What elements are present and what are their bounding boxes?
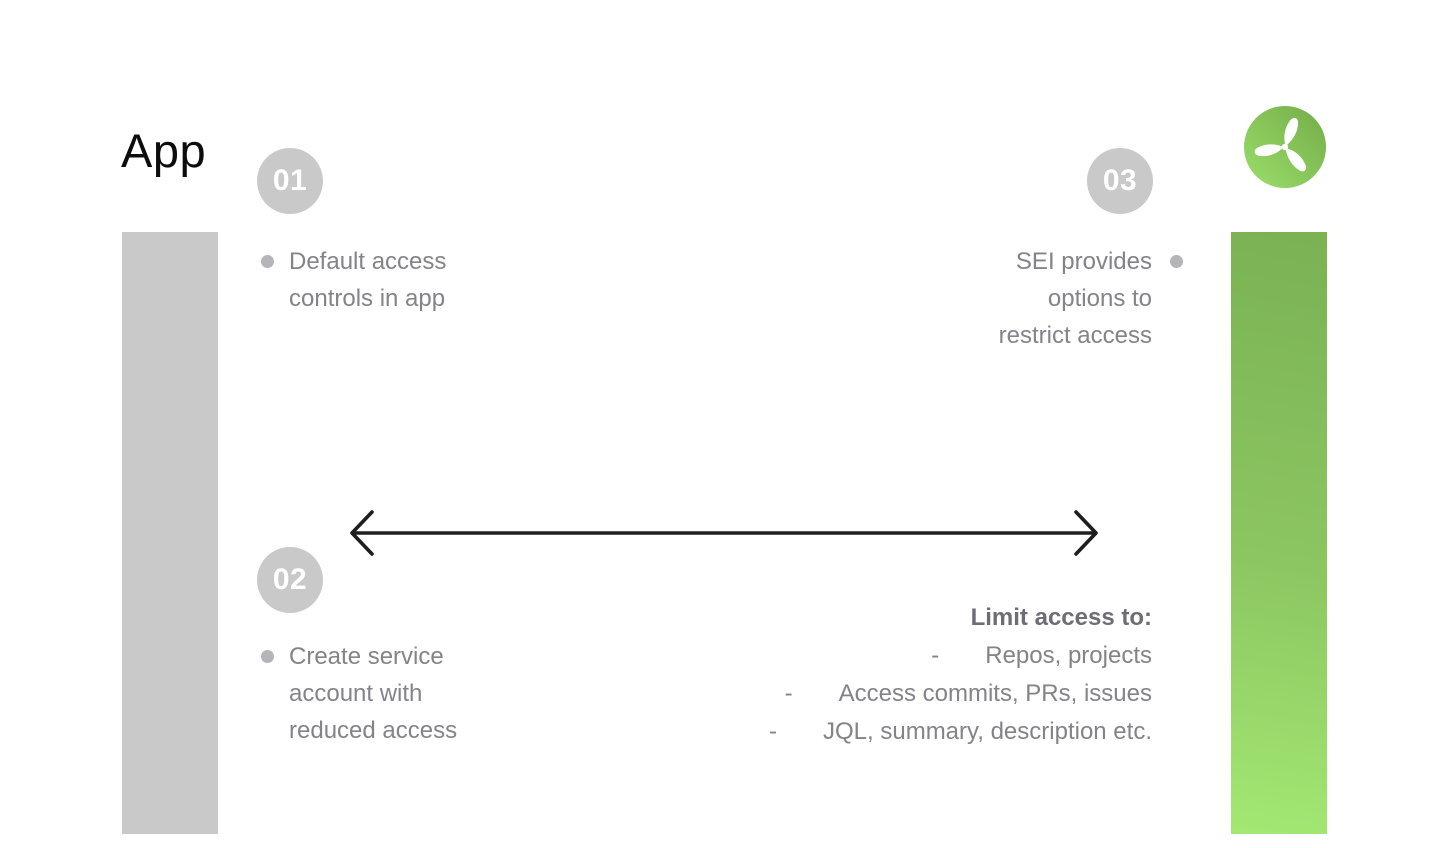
step3-line: options to bbox=[1047, 285, 1152, 312]
step3-description: SEI provides options to restrict access bbox=[999, 243, 1152, 354]
dash-marker: - bbox=[784, 680, 793, 707]
step2-line: Create service bbox=[289, 643, 444, 670]
propeller-logo-icon bbox=[1244, 106, 1326, 188]
limit-access-item: - JQL, summary, description etc. bbox=[769, 713, 1152, 751]
right-green-bar bbox=[1231, 232, 1327, 834]
step3-line: SEI provides bbox=[1015, 248, 1152, 275]
step2-line: account with bbox=[289, 680, 423, 707]
left-gray-bar bbox=[122, 232, 218, 834]
step3-line: restrict access bbox=[998, 322, 1152, 349]
double-headed-arrow bbox=[350, 510, 1098, 556]
step1-description: Default access controls in app bbox=[289, 243, 446, 317]
step-number: 01 bbox=[272, 164, 308, 197]
limit-item-text: Repos, projects bbox=[985, 642, 1152, 669]
step-badge-01: 01 bbox=[257, 148, 323, 214]
step1-line: controls in app bbox=[289, 285, 446, 312]
step2-description: Create service account with reduced acce… bbox=[289, 638, 457, 749]
bullet-dot bbox=[261, 650, 274, 663]
step-number: 02 bbox=[272, 563, 308, 596]
step-badge-02: 02 bbox=[257, 547, 323, 613]
limit-item-text: Access commits, PRs, issues bbox=[838, 680, 1152, 707]
step1-line: Default access bbox=[289, 248, 447, 275]
step-number: 03 bbox=[1102, 164, 1138, 197]
step-badge-03: 03 bbox=[1087, 148, 1153, 214]
page-title: App bbox=[121, 124, 207, 177]
bullet-dot bbox=[261, 255, 274, 268]
step2-line: reduced access bbox=[289, 717, 458, 744]
dash-marker: - bbox=[931, 642, 940, 669]
limit-access-heading: Limit access to: bbox=[970, 604, 1152, 631]
limit-access-block: Limit access to: - Repos, projects - Acc… bbox=[769, 599, 1152, 751]
dash-marker: - bbox=[769, 718, 777, 745]
limit-access-item: - Access commits, PRs, issues bbox=[769, 675, 1152, 713]
limit-access-item: - Repos, projects bbox=[769, 637, 1152, 675]
limit-item-text: JQL, summary, description etc. bbox=[823, 718, 1152, 745]
bullet-dot bbox=[1170, 255, 1183, 268]
